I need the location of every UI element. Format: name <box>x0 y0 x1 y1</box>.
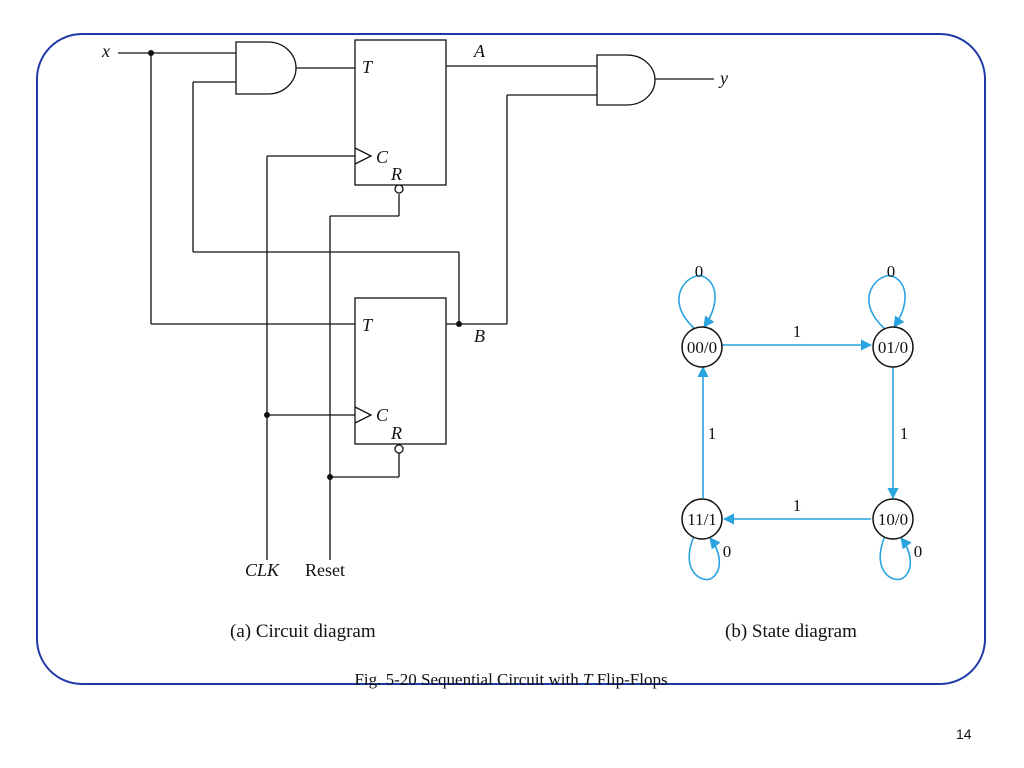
clk-label: CLK <box>245 560 280 580</box>
figure-caption-prefix: Fig. 5-20 Sequential Circuit with <box>354 670 583 689</box>
state-01-label: 01/0 <box>878 338 908 357</box>
junction-dot <box>327 474 333 480</box>
reset-bubble-a <box>394 184 404 194</box>
label-loop-01: 0 <box>887 262 896 281</box>
ff-a-t-label: T <box>362 57 374 77</box>
label-01-to-10: 1 <box>900 424 909 443</box>
state-01: 01/0 <box>872 326 914 368</box>
ff-a-r-label: R <box>390 164 402 184</box>
circuit-caption: (a) Circuit diagram <box>230 621 376 642</box>
clock-triangle-icon <box>354 406 373 424</box>
label-loop-10: 0 <box>914 542 923 561</box>
self-loop-00 <box>678 274 716 331</box>
reset-label: Reset <box>305 560 345 580</box>
clock-triangle-icon <box>354 147 373 165</box>
label-11-to-00: 1 <box>708 424 717 443</box>
self-loop-01 <box>868 274 906 331</box>
t-flipflop-b <box>354 297 447 445</box>
state-10: 10/0 <box>872 498 914 540</box>
ff-a-c-label: C <box>376 147 389 167</box>
page-number: 14 <box>956 726 972 742</box>
ff-b-r-label: R <box>390 423 402 443</box>
junction-dot <box>456 321 462 327</box>
figure-caption: Fig. 5-20 Sequential Circuit with T Flip… <box>354 670 667 689</box>
figure-caption-italic: T <box>583 670 594 689</box>
output-y-label: y <box>718 68 728 88</box>
ff-b-c-label: C <box>376 405 389 425</box>
state-11: 11/1 <box>681 498 723 540</box>
label-00-to-01: 1 <box>793 322 802 341</box>
label-loop-11: 0 <box>723 542 732 561</box>
label-10-to-11: 1 <box>793 496 802 515</box>
self-loop-10 <box>879 535 912 581</box>
state-10-label: 10/0 <box>878 510 908 529</box>
slide-frame <box>36 33 986 685</box>
input-x-label: x <box>101 41 110 61</box>
label-loop-00: 0 <box>695 262 704 281</box>
and-gate-1 <box>235 41 297 95</box>
state-diagram: 00/0 01/0 10/0 11/1 0 1 0 1 0 1 0 1 (b) … <box>678 262 923 642</box>
state-00-label: 00/0 <box>687 338 717 357</box>
junction-dot <box>264 412 270 418</box>
ff-a-output-label: A <box>473 41 486 61</box>
self-loop-11 <box>688 535 721 581</box>
circuit-diagram: x y A T C R B T C R CLK Reset (a) Circui… <box>101 39 728 642</box>
junction-dot <box>148 50 154 56</box>
state-diagram-caption: (b) State diagram <box>725 621 857 642</box>
and-gate-2 <box>596 54 656 106</box>
reset-bubble-b <box>394 444 404 454</box>
figure-caption-suffix: Flip-Flops <box>592 670 667 689</box>
state-00: 00/0 <box>681 326 723 368</box>
circuit-wires <box>118 52 714 560</box>
ff-b-output-label: B <box>474 326 485 346</box>
ff-b-t-label: T <box>362 315 374 335</box>
state-11-label: 11/1 <box>687 510 717 529</box>
